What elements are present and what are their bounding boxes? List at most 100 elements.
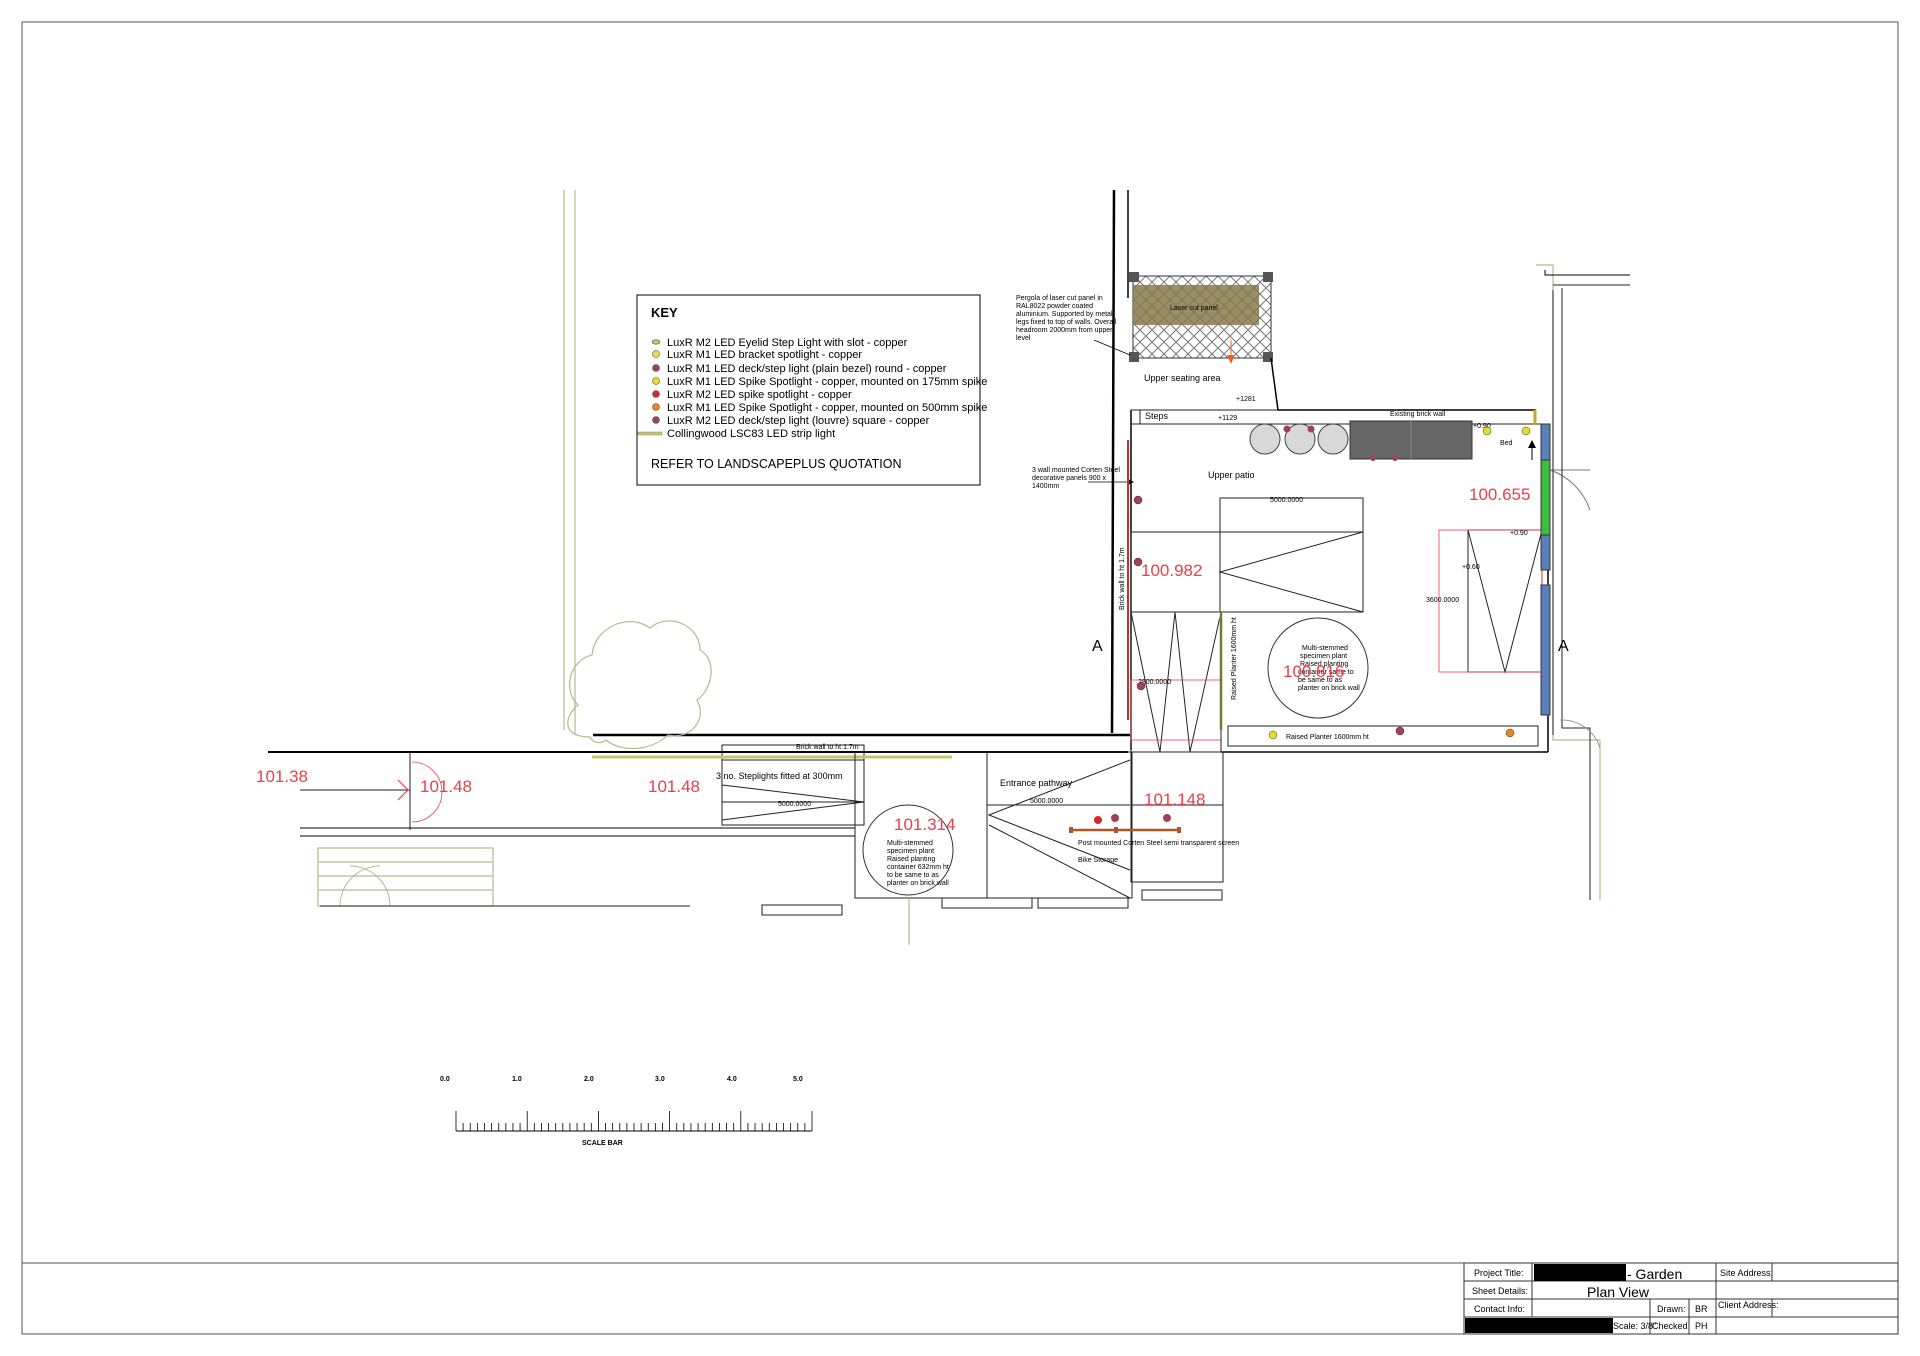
svg-text:+0.60: +0.60	[1462, 564, 1480, 571]
led-strip-light-icon	[637, 431, 663, 436]
house-wall-blue-2	[1540, 534, 1551, 571]
level-101-314: 101.314	[894, 815, 955, 834]
project-title-label: Project Title:	[1474, 1268, 1524, 1278]
svg-text:5.0: 5.0	[793, 1076, 803, 1083]
svg-text:Collingwood LSC83 LED strip li: Collingwood LSC83 LED strip light	[667, 428, 835, 440]
svg-text:+1281: +1281	[1236, 396, 1256, 403]
site-address-label: Site Address:	[1720, 1268, 1773, 1278]
svg-text:LuxR M1 LED deck/step light (p: LuxR M1 LED deck/step light (plain bezel…	[667, 363, 947, 375]
key-item: Collingwood LSC83 LED strip light	[637, 428, 835, 440]
spike-spotlight-500-icon	[652, 403, 660, 411]
svg-text:Bike Storage: Bike Storage	[1078, 857, 1118, 864]
svg-text:5000.0000: 5000.0000	[1030, 798, 1063, 805]
m2-spike-spotlight-icon	[652, 390, 660, 398]
spike-spotlight	[1521, 426, 1531, 436]
tree-symbol	[567, 620, 712, 750]
deck-light-round-icon	[652, 364, 660, 372]
level-101-38: 101.38	[256, 767, 308, 786]
multi-stem-left-note: Multi-stemmed specimen plant Raised plan…	[887, 840, 951, 887]
deck-light	[1133, 557, 1143, 567]
svg-text:1.0: 1.0	[512, 1076, 522, 1083]
svg-text:Post mounted Corten Steel semi: Post mounted Corten Steel semi transpare…	[1078, 840, 1239, 847]
level-100-655: 100.655	[1469, 485, 1530, 504]
svg-text:Steps: Steps	[1145, 411, 1169, 421]
svg-text:LuxR M2 LED spike spotlight -: LuxR M2 LED spike spotlight - copper	[667, 389, 852, 401]
pergola: Laser cut panel Pergola of laser cut pan…	[1016, 272, 1273, 364]
pergola-note: Pergola of laser cut panel in RAL8022 po…	[1016, 295, 1118, 342]
svg-text:+0.90: +0.90	[1473, 423, 1491, 430]
redacted-contact	[1465, 1318, 1613, 1333]
corten-panels-note: 3 wall mounted Corten Steel decorative p…	[1032, 467, 1122, 490]
key-item: LuxR M2 LED Eyelid Step Light with slot …	[651, 337, 908, 349]
svg-text:SCALE BAR: SCALE BAR	[582, 1140, 623, 1147]
level-101-48-a: 101.48	[420, 777, 472, 796]
key-legend: KEY LuxR M2 LED Eyelid Step Light with s…	[636, 294, 987, 486]
deck-light	[1370, 455, 1376, 461]
svg-text:Bed: Bed	[1500, 440, 1513, 447]
svg-text:+0.90: +0.90	[1510, 530, 1528, 537]
house-wall-blue-3	[1540, 584, 1551, 716]
deck-light	[1136, 681, 1146, 691]
drawn-label: Drawn:	[1657, 1304, 1686, 1314]
deck-light-square-icon	[652, 416, 660, 424]
key-item: LuxR M1 LED Spike Spotlight - copper, mo…	[652, 402, 987, 414]
svg-text:Raised Planter 1600mm ht: Raised Planter 1600mm ht	[1286, 734, 1369, 741]
level-101-48-b: 101.48	[648, 777, 700, 796]
level-101-148: 101.148	[1144, 790, 1205, 809]
contact-info-label: Contact Info:	[1474, 1304, 1525, 1314]
door-green	[1540, 459, 1551, 536]
svg-text:LuxR M1 LED bracket spotlight: LuxR M1 LED bracket spotlight - copper	[667, 349, 862, 361]
svg-text:2.0: 2.0	[584, 1076, 594, 1083]
svg-text:Upper seating area: Upper seating area	[1144, 373, 1221, 383]
multi-stem-right-note: Multi-stemmed specimen plant Raised plan…	[1298, 645, 1360, 692]
svg-text:LuxR M2 LED deck/step light (l: LuxR M2 LED deck/step light (louvre) squ…	[667, 415, 930, 427]
sheet-details-label: Sheet Details:	[1472, 1286, 1528, 1296]
key-item: LuxR M2 LED deck/step light (louvre) squ…	[652, 415, 930, 427]
spike-spotlight-175-icon	[652, 377, 660, 385]
section-marker-left: A	[1092, 638, 1103, 655]
svg-text:+1129: +1129	[1218, 415, 1237, 422]
svg-text:LuxR M2 LED Eyelid Step Light: LuxR M2 LED Eyelid Step Light with slot …	[667, 337, 908, 349]
spike-spotlight	[1482, 426, 1492, 436]
drawn-value: BR	[1695, 1304, 1708, 1314]
svg-text:3600.0000: 3600.0000	[1426, 597, 1459, 604]
scale-bar: 0.0 1.0 2.0 3.0 4.0 5.0 SCALE BAR	[440, 1076, 813, 1147]
svg-text:Brick wall to ht 1.7m: Brick wall to ht 1.7m	[796, 744, 859, 751]
key-note: REFER TO LANDSCAPEPLUS QUOTATION	[651, 457, 902, 471]
svg-text:5000.0000: 5000.0000	[1270, 497, 1303, 504]
upper-garden: Upper seating area +1281 Steps +1129 Exi…	[1032, 264, 1630, 900]
deck-light	[1395, 726, 1405, 736]
svg-text:Entrance pathway: Entrance pathway	[1000, 778, 1073, 788]
svg-text:Existing brick wall: Existing brick wall	[1390, 411, 1446, 418]
level-100-816: 100.816	[1283, 662, 1344, 681]
deck-light	[1163, 814, 1171, 822]
svg-text:3.0: 3.0	[655, 1076, 665, 1083]
spot-levels: 101.38 101.48 101.48 101.314 101.148 100…	[256, 485, 1530, 834]
spike-spotlight	[1268, 730, 1278, 740]
specimen-plant-right	[1267, 617, 1369, 719]
title-block: Project Title: - Garden Sheet Details: P…	[1463, 1262, 1899, 1335]
svg-text:LuxR M1 LED Spike Spotlight -: LuxR M1 LED Spike Spotlight - copper, mo…	[667, 376, 987, 388]
sheet-details-value: Plan View	[1587, 1284, 1650, 1300]
svg-text:LuxR M1 LED Spike Spotlight -: LuxR M1 LED Spike Spotlight - copper, mo…	[667, 402, 987, 414]
entrance-area: 5000.0000 3 no. Steplights fitted at 300…	[300, 744, 1239, 945]
project-title-value: - Garden	[1627, 1266, 1682, 1282]
svg-text:2800.0000: 2800.0000	[1138, 679, 1171, 686]
svg-text:4.0: 4.0	[727, 1076, 737, 1083]
deck-light	[1111, 814, 1119, 822]
checked-label: Checked	[1652, 1321, 1688, 1331]
eyelid-step-light-icon	[651, 339, 661, 345]
scale-label: Scale: 3/8"	[1613, 1321, 1656, 1331]
raised-planter-vertical-label: Raised Planter 1600mm ht	[1231, 617, 1238, 700]
gate-steps	[317, 847, 494, 907]
key-item: LuxR M1 LED Spike Spotlight - copper, mo…	[652, 376, 987, 388]
key-item: LuxR M2 LED spike spotlight - copper	[652, 389, 852, 401]
deck-light	[1133, 495, 1143, 505]
key-item: LuxR M1 LED bracket spotlight - copper	[652, 349, 862, 361]
spike-spotlight	[1505, 728, 1515, 738]
drawing-border	[21, 21, 1899, 1335]
client-address-label: Client Address:	[1718, 1300, 1779, 1310]
level-100-982: 100.982	[1141, 561, 1202, 580]
deck-light	[1392, 455, 1398, 461]
